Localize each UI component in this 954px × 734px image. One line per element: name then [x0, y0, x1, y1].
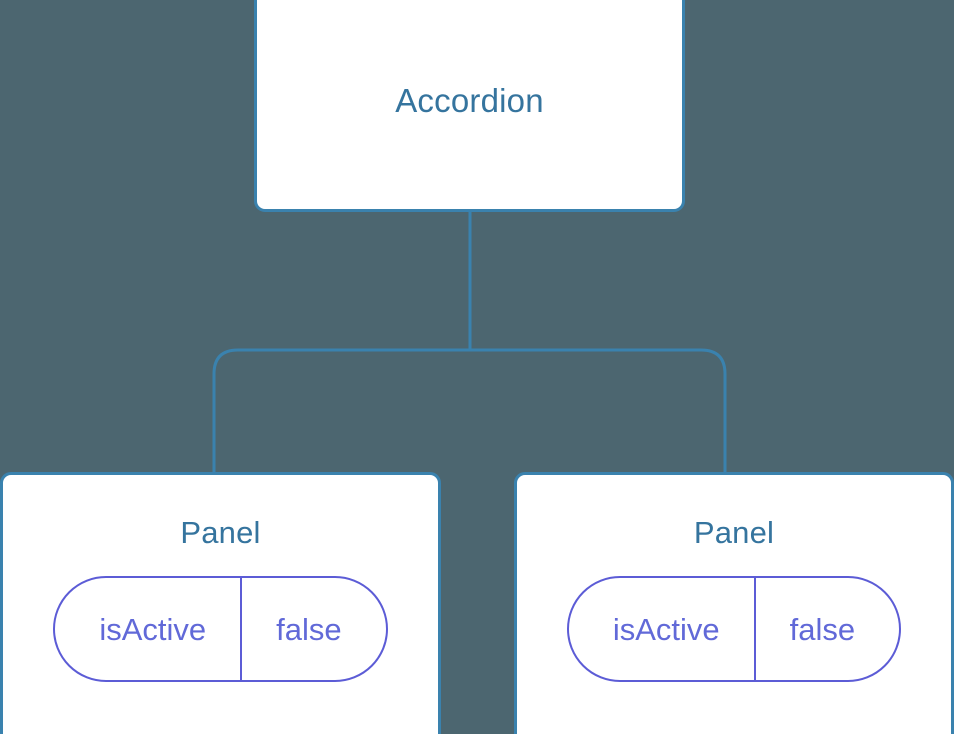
- node-panel-1-label: Panel: [180, 515, 261, 550]
- edge-root-to-panel-1: [212, 348, 470, 478]
- node-accordion-label: Accordion: [395, 81, 544, 119]
- prop-value-panel-1: false: [240, 578, 385, 680]
- prop-key-panel-1: isActive: [99, 611, 207, 647]
- node-panel-1[interactable]: Panel isActive false: [0, 472, 441, 734]
- prop-pill-panel-1[interactable]: isActive false: [53, 576, 388, 682]
- prop-value-panel-2: false: [753, 578, 899, 680]
- edge-root-to-panel-2: [470, 348, 727, 478]
- node-panel-2[interactable]: Panel isActive false: [514, 472, 954, 734]
- prop-key-panel-2: isActive: [612, 611, 720, 647]
- node-panel-2-label: Panel: [693, 515, 775, 550]
- prop-pill-panel-2[interactable]: isActive false: [566, 576, 902, 682]
- node-accordion[interactable]: Accordion: [254, 0, 685, 212]
